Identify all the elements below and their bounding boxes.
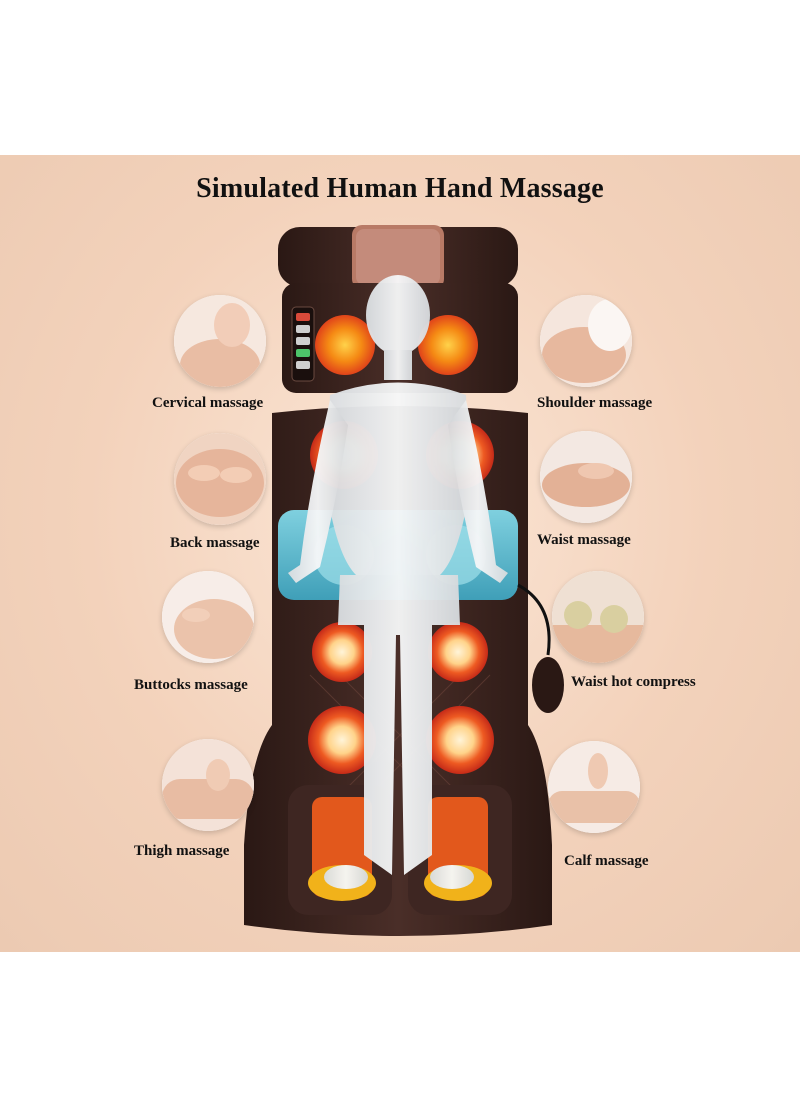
label-calf-massage: Calf massage — [564, 853, 649, 869]
label-shoulder-massage: Shoulder massage — [537, 395, 653, 411]
page-title: Simulated Human Hand Massage — [196, 173, 604, 204]
back-massage-photo — [174, 433, 266, 525]
cervical-massage-photo — [174, 295, 266, 387]
shoulder-massage-photo — [540, 295, 632, 387]
product-panel: Simulated Human Hand Massage — [0, 155, 800, 952]
human-figure — [288, 275, 508, 889]
label-waist-massage: Waist massage — [537, 532, 631, 548]
label-buttocks-massage: Buttocks massage — [134, 677, 248, 693]
thigh-massage-photo — [162, 739, 254, 831]
waist-hot-compress-photo — [552, 571, 644, 663]
buttocks-massage-photo — [162, 571, 254, 663]
head-pillow — [278, 225, 518, 289]
air-pump-icon — [517, 583, 564, 713]
massage-mat-illustration — [244, 225, 564, 936]
label-back-massage: Back massage — [170, 535, 260, 551]
label-thigh-massage: Thigh massage — [134, 843, 230, 859]
control-panel-icon — [291, 306, 315, 382]
calf-massage-photo — [548, 741, 640, 833]
label-cervical-massage: Cervical massage — [152, 395, 264, 411]
label-waist-hot-compress: Waist hot compress — [571, 674, 696, 690]
waist-massage-photo — [540, 431, 632, 523]
